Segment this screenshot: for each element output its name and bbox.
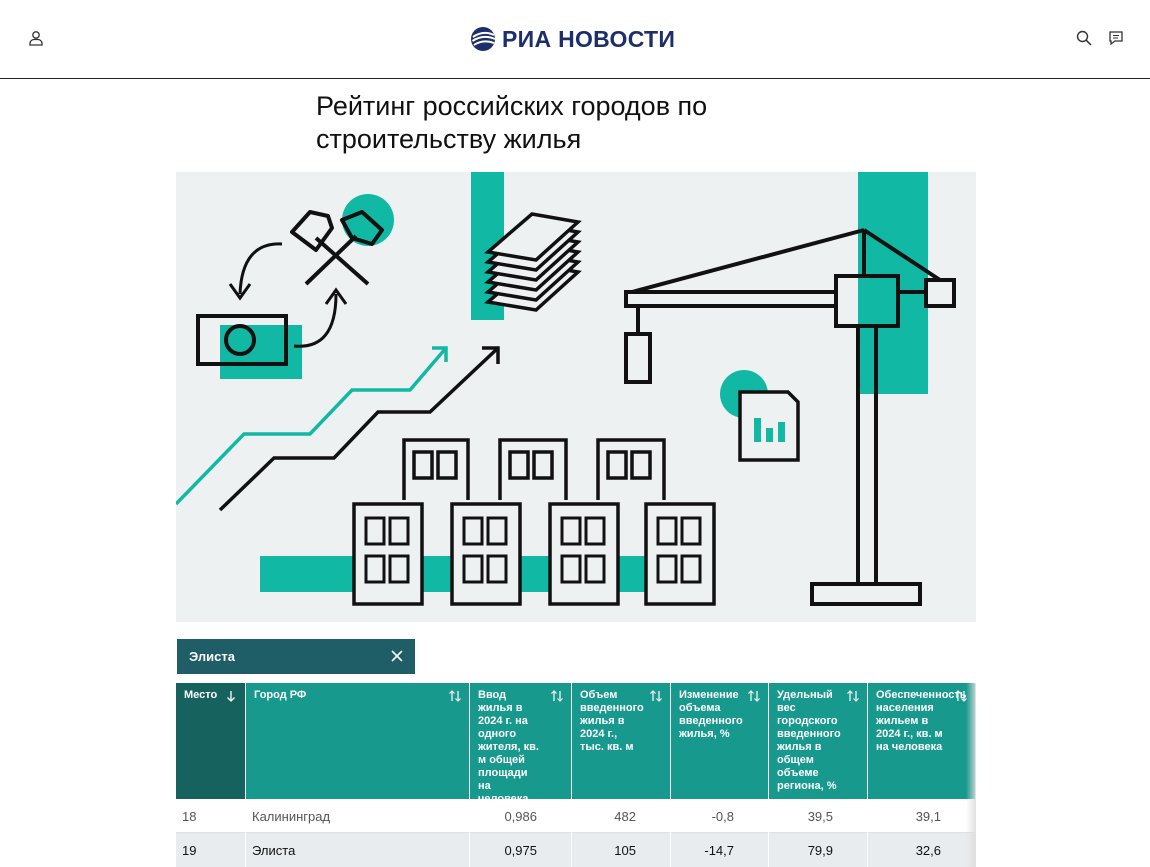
close-icon[interactable]: [389, 648, 405, 664]
column-label: Изменение объема введенного жилья, %: [679, 689, 743, 740]
city-filter-chip[interactable]: Элиста: [177, 639, 415, 674]
column-label: Удельный вес городского введенного жилья…: [777, 689, 841, 792]
search-icon[interactable]: [1073, 27, 1095, 49]
column-header-city[interactable]: Город РФ: [246, 683, 470, 799]
sort-icon[interactable]: [846, 689, 860, 703]
article-title: Рейтинг российских городов по строительс…: [316, 91, 708, 154]
cell-provision: 32,6: [868, 833, 976, 867]
column-label: Город РФ: [254, 689, 307, 701]
table-row: 18 Калининград 0,986 482 -0,8 39,5 39,1: [176, 799, 976, 833]
column-header-share[interactable]: Удельный вес городского введенного жилья…: [769, 683, 868, 799]
chat-icon[interactable]: [1105, 27, 1127, 49]
cell-volume: 482: [572, 799, 671, 833]
sort-icon[interactable]: [649, 689, 663, 703]
sort-icon[interactable]: [747, 689, 761, 703]
scroll-fade: [966, 683, 976, 867]
column-header-provision[interactable]: Обеспеченность населения жильем в 2024 г…: [868, 683, 976, 799]
site-logo[interactable]: РИА НОВОСТИ: [470, 24, 675, 54]
article-illustration: [176, 172, 976, 622]
cell-city: Элиста: [246, 833, 470, 867]
cell-rank: 19: [176, 833, 246, 867]
table-header: Место Город РФ Ввод жилья в 2024 г. на о…: [176, 683, 976, 805]
column-label: Место: [184, 689, 218, 701]
cell-change: -14,7: [671, 833, 769, 867]
top-header: РИА НОВОСТИ: [0, 0, 1150, 79]
user-icon[interactable]: [25, 27, 47, 49]
city-filter-value: Элиста: [189, 649, 236, 664]
sort-icon[interactable]: [550, 689, 564, 703]
table-row: 19 Элиста 0,975 105 -14,7 79,9 32,6: [176, 833, 976, 867]
cell-per-capita: 0,975: [470, 833, 572, 867]
rating-table: Место Город РФ Ввод жилья в 2024 г. на о…: [176, 683, 976, 867]
logo-text: РИА НОВОСТИ: [502, 25, 676, 52]
ria-logo-icon: [471, 27, 496, 51]
column-header-change[interactable]: Изменение объема введенного жилья, %: [671, 683, 769, 799]
cell-city: Калининград: [246, 799, 470, 833]
cell-change: -0,8: [671, 799, 769, 833]
column-header-rank[interactable]: Место: [176, 683, 246, 799]
sort-desc-icon[interactable]: [224, 689, 238, 703]
cell-provision: 39,1: [868, 799, 976, 833]
column-label: Обеспеченность населения жильем в 2024 г…: [876, 689, 967, 753]
cell-share: 39,5: [769, 799, 868, 833]
column-header-volume[interactable]: Объем введенного жилья в 2024 г., тыс. к…: [572, 683, 671, 799]
column-label: Объем введенного жилья в 2024 г., тыс. к…: [580, 689, 644, 753]
cell-volume: 105: [572, 833, 671, 867]
cell-per-capita: 0,986: [470, 799, 572, 833]
cell-rank: 18: [176, 799, 246, 833]
sort-icon[interactable]: [954, 689, 968, 703]
sort-icon[interactable]: [448, 689, 462, 703]
cell-share: 79,9: [769, 833, 868, 867]
column-header-per-capita[interactable]: Ввод жилья в 2024 г. на одного жителя, к…: [470, 683, 572, 805]
column-label: Ввод жилья в 2024 г. на одного жителя, к…: [478, 689, 539, 805]
